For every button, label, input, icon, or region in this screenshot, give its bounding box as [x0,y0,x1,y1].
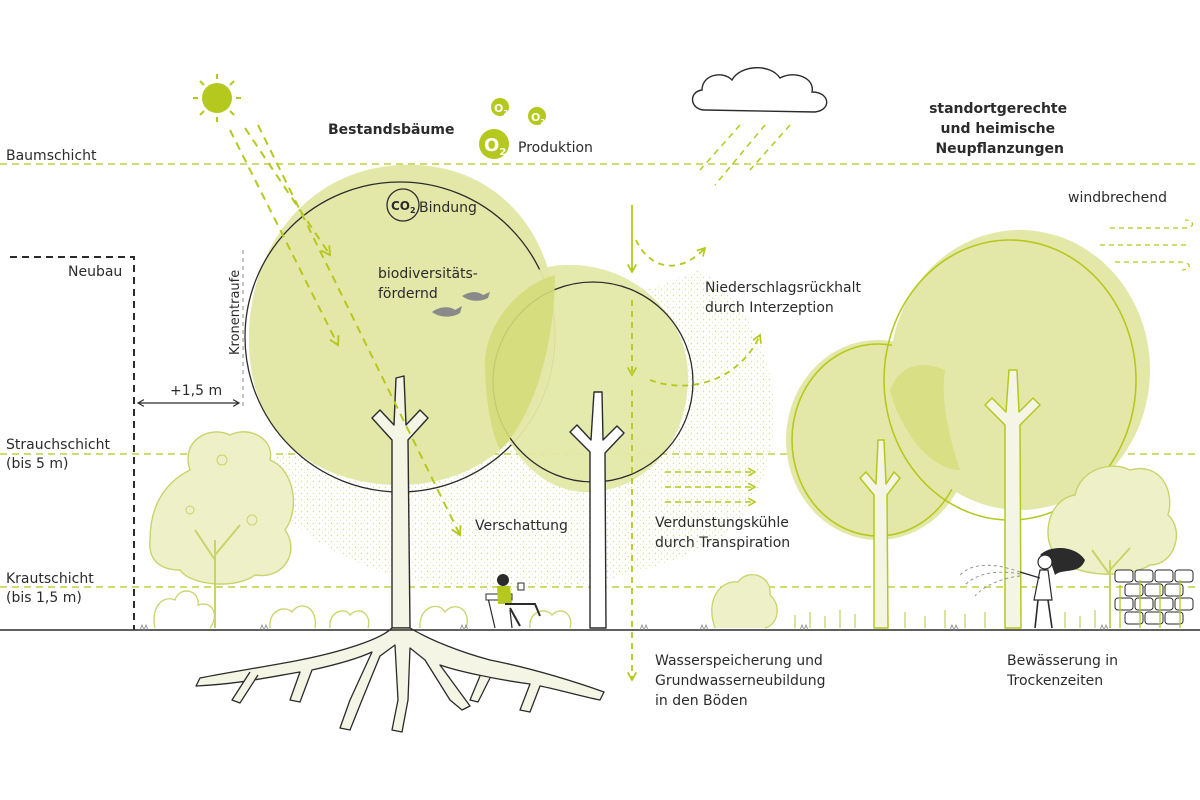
bestand-title: Bestandsbäume [328,122,454,138]
distance-label: +1,5 m [170,383,222,399]
canopy-neupflanzung-right [883,230,1150,521]
trunk-bestand-small [569,391,625,629]
transpiration-arrows [665,467,757,507]
canopy-bestand-small [484,264,694,493]
sitting-person-figure [485,574,541,629]
bindung-label: Bindung [419,200,477,216]
bewaesserung-label: Bewässerung in Trockenzeiten [1006,653,1123,689]
herb-layer [153,574,1181,629]
o2-icon: O2 O2 O2 [479,98,546,159]
produktion-label: Produktion [518,140,593,156]
svg-text:O2: O2 [494,102,508,117]
neubau-label: Neubau [68,264,122,280]
niederschlag-label: Niederschlagsrückhalt durch Interzeption [705,280,865,316]
neupflanzung-title: standortgerechte und heimische Neupflanz… [929,101,1072,157]
trunk-bestand-big [371,375,429,629]
windbrechend-label: windbrechend [1068,190,1167,206]
kronentraufe-label: Kronentraufe [228,270,243,355]
trunk-neupflanzung-right [984,369,1041,629]
verdunstung-label: Verdunstungskühle durch Transpiration [655,515,793,551]
rain-lines [699,124,791,186]
roots [195,627,605,733]
baumschicht-label: Baumschicht [6,148,97,164]
trunk-neupflanzung-left [859,439,901,629]
svg-text:CO2: CO2 [391,199,416,215]
co2-icon: CO2 [386,188,420,222]
grass-texture [139,623,1109,632]
wind-lines [1100,219,1194,271]
krautschicht-label: Krautschicht (bis 1,5 m) [6,571,98,606]
biodiv-label: biodiversitäts- fördernd [378,266,482,302]
stone-wall [1114,569,1194,625]
bird-icon [432,292,490,317]
sun-rays [229,124,462,537]
verschattung-label: Verschattung [475,518,568,534]
shrub-right [1047,465,1178,628]
cloud-icon [691,67,828,113]
sun-icon [193,74,241,122]
rain-arrows [626,205,762,682]
woman-watering-figure [959,548,1085,629]
strauchschicht-label: Strauchschicht (bis 5 m) [6,437,114,472]
shrub-left [149,431,295,628]
svg-text:O2: O2 [484,135,506,158]
neubau-outline [10,256,135,630]
wasser-label: Wasserspeicherung und Grundwasserneubild… [655,653,830,709]
svg-text:O2: O2 [531,111,545,126]
